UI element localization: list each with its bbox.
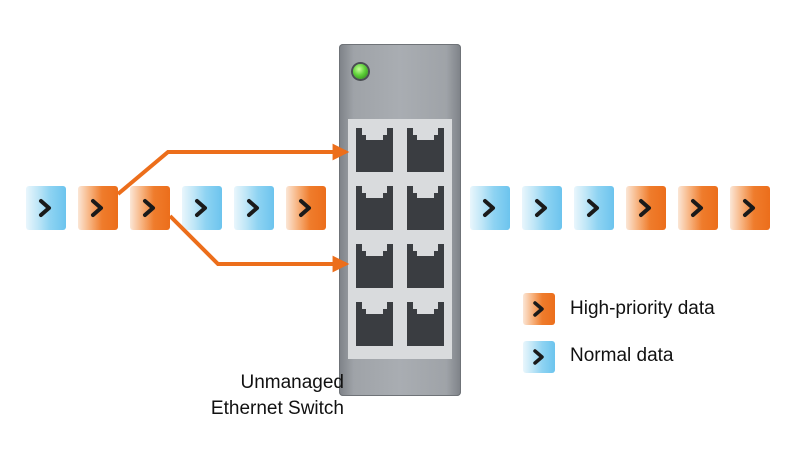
ethernet-port-icon xyxy=(407,302,444,346)
chevron-right-icon xyxy=(533,349,544,365)
switch-label-line1: Unmanaged xyxy=(240,372,344,393)
chevron-right-icon xyxy=(247,199,259,217)
ethernet-port xyxy=(352,181,397,235)
legend-swatch-high-priority xyxy=(523,293,555,325)
ethernet-port-icon xyxy=(356,302,393,346)
ethernet-port xyxy=(352,123,397,177)
chevron-right-icon xyxy=(743,199,755,217)
chevron-right-icon xyxy=(91,199,103,217)
outgoing-packet-normal xyxy=(574,186,614,230)
ethernet-port xyxy=(352,239,397,293)
incoming-packet-high-priority xyxy=(286,186,326,230)
port-panel xyxy=(348,119,452,359)
outgoing-packet-high-priority xyxy=(730,186,770,230)
chevron-right-icon xyxy=(533,301,544,317)
high-priority-route-arrow xyxy=(168,214,350,273)
switch-label-line2: Ethernet Switch xyxy=(210,398,344,419)
chevron-right-icon xyxy=(299,199,311,217)
ethernet-port xyxy=(403,239,448,293)
chevron-right-icon xyxy=(587,199,599,217)
legend-label-high-priority: High-priority data xyxy=(570,298,715,319)
ethernet-port xyxy=(352,297,397,351)
incoming-packet-high-priority xyxy=(130,186,170,230)
chevron-right-icon xyxy=(483,199,495,217)
outgoing-packet-normal xyxy=(522,186,562,230)
chevron-right-icon xyxy=(195,199,207,217)
ethernet-port-icon xyxy=(356,128,393,172)
switch-label: Unmanaged Ethernet Switch xyxy=(160,370,344,422)
chevron-right-icon xyxy=(39,199,51,217)
outgoing-packet-high-priority xyxy=(626,186,666,230)
ethernet-switch xyxy=(339,44,461,396)
incoming-packet-normal xyxy=(234,186,274,230)
ethernet-port-icon xyxy=(356,186,393,230)
legend-swatch-normal xyxy=(523,341,555,373)
outgoing-packet-normal xyxy=(470,186,510,230)
ethernet-port xyxy=(403,123,448,177)
ethernet-port-icon xyxy=(407,244,444,288)
chevron-right-icon xyxy=(143,199,155,217)
ethernet-port-icon xyxy=(356,244,393,288)
ethernet-port xyxy=(403,297,448,351)
high-priority-route-arrow xyxy=(116,143,350,196)
outgoing-packet-high-priority xyxy=(678,186,718,230)
incoming-packet-high-priority xyxy=(78,186,118,230)
incoming-packet-normal xyxy=(182,186,222,230)
incoming-packet-normal xyxy=(26,186,66,230)
chevron-right-icon xyxy=(691,199,703,217)
status-led-icon xyxy=(353,64,368,79)
ethernet-port xyxy=(403,181,448,235)
chevron-right-icon xyxy=(639,199,651,217)
chevron-right-icon xyxy=(535,199,547,217)
ethernet-port-icon xyxy=(407,186,444,230)
legend-label-normal: Normal data xyxy=(570,345,674,366)
ethernet-port-icon xyxy=(407,128,444,172)
